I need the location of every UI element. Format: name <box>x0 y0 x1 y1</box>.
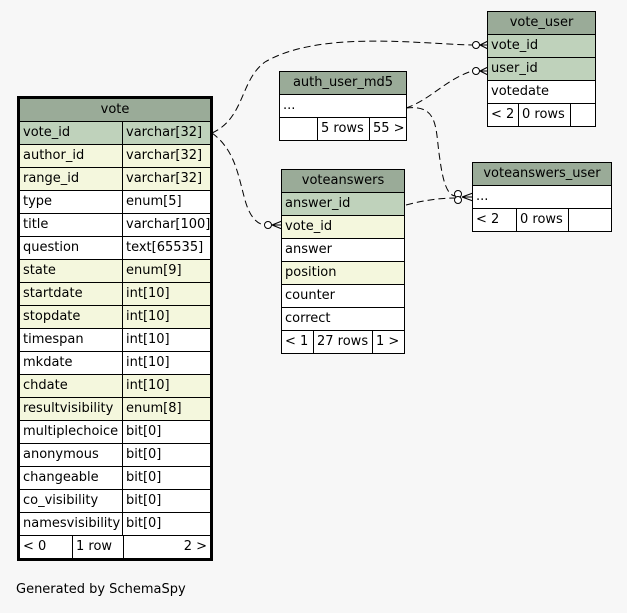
table-row: answer <box>282 239 404 262</box>
table-footer: 5 rows 55 > <box>280 118 406 140</box>
table-footer: < 1 27 rows 1 > <box>282 331 404 353</box>
table-footer: < 2 0 rows <box>488 104 595 126</box>
table-row: position <box>282 262 404 285</box>
table-title: voteanswers <box>282 170 404 193</box>
table-row: user_id <box>488 58 595 81</box>
table-row: answer_id <box>282 193 404 216</box>
link-auth_user-to-vote_user <box>405 70 473 109</box>
table-voteanswers: voteanswers answer_id vote_id answer pos… <box>281 169 405 354</box>
table-footer: < 0 1 row 2 > <box>20 536 210 558</box>
table-vote_user: vote_user vote_id user_id votedate < 2 0… <box>487 11 596 127</box>
link-voteanswers-to-voteanswers_user <box>405 197 459 206</box>
table-row: votedate <box>488 81 595 104</box>
link-vote-to-vote_user <box>211 40 473 134</box>
table-title: auth_user_md5 <box>280 72 406 95</box>
table-auth_user_md5: auth_user_md5 ... 5 rows 55 > <box>279 71 407 141</box>
generated-by-label: Generated by SchemaSpy <box>16 582 186 597</box>
table-title: vote_user <box>488 12 595 35</box>
table-row: correct <box>282 308 404 331</box>
table-voteanswers_user: voteanswers_user ... < 2 0 rows <box>472 162 612 232</box>
crowsfoot-circle <box>472 41 480 49</box>
table-row: ... <box>280 95 406 118</box>
table-title: vote <box>20 99 210 122</box>
crowsfoot-circle <box>264 221 272 229</box>
table-title: voteanswers_user <box>473 163 611 186</box>
table-row: vote_id <box>282 216 404 239</box>
link-auth_user-to-voteanswers_user <box>405 107 457 197</box>
crowsfoot-circle <box>454 196 462 204</box>
table-row: ... <box>473 186 611 209</box>
table-row: vote_id <box>488 35 595 58</box>
table-row: counter <box>282 285 404 308</box>
crowsfoot-circle <box>472 67 480 75</box>
link-vote-to-voteanswers <box>211 132 267 226</box>
table-footer: < 2 0 rows <box>473 209 611 231</box>
